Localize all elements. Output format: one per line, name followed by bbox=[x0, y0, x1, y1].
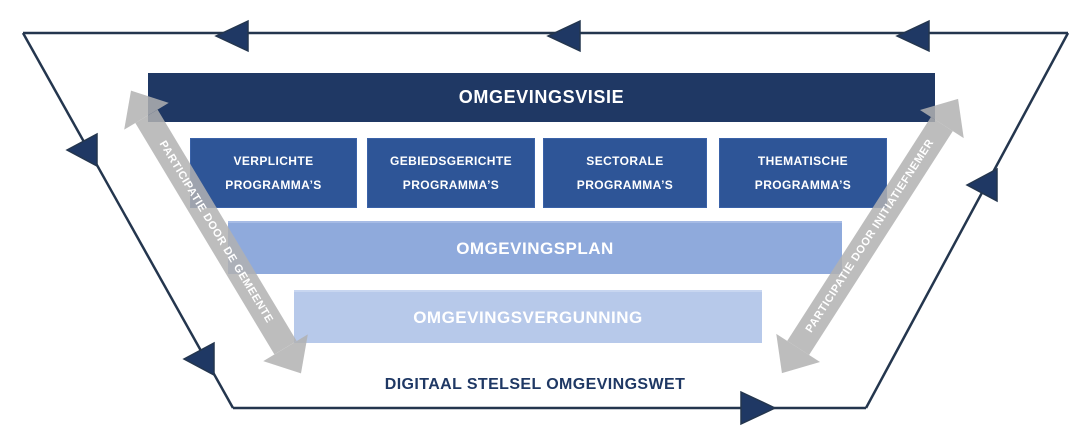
flow-arrowhead-right-icon bbox=[740, 390, 777, 426]
omgevingsvisie-bar: OMGEVINGSVISIE bbox=[148, 73, 935, 122]
flow-arrowhead-left-icon bbox=[65, 132, 98, 168]
sectorale-programmas-box: SECTORALE PROGRAMMA’S bbox=[543, 138, 707, 208]
flow-arrowhead-left-icon bbox=[214, 19, 249, 53]
omgevingsvisie-label: OMGEVINGSVISIE bbox=[458, 87, 625, 107]
thematische-programmas-label: THEMATISCHE PROGRAMMA’S bbox=[754, 154, 852, 192]
gebiedsgerichte-programmas-box: GEBIEDSGERICHTE PROGRAMMA’S bbox=[367, 138, 535, 208]
flow-arrowhead-left-icon bbox=[546, 19, 581, 53]
gebiedsgerichte-programmas-label: GEBIEDSGERICHTE PROGRAMMA’S bbox=[389, 154, 512, 192]
omgevingsvergunning-label: OMGEVINGSVERGUNNING bbox=[413, 307, 643, 327]
omgevingsvergunning-bar: OMGEVINGSVERGUNNING bbox=[294, 290, 762, 343]
omgevingsplan-bar: OMGEVINGSPLAN bbox=[228, 221, 842, 274]
thematische-programmas-box: THEMATISCHE PROGRAMMA’S bbox=[719, 138, 887, 208]
sectorale-programmas-label: SECTORALE PROGRAMMA’S bbox=[576, 154, 674, 192]
verplichte-programmas-label: VERPLICHTE PROGRAMMA’S bbox=[225, 154, 322, 192]
omgevingsplan-label: OMGEVINGSPLAN bbox=[456, 238, 614, 258]
flow-arrowhead-left-icon bbox=[895, 19, 930, 53]
digitaal-stelsel-label: DIGITAAL STELSEL OMGEVINGSWET bbox=[384, 376, 686, 393]
flow-arrowhead-left-icon bbox=[965, 167, 998, 203]
flow-arrowhead-left-icon bbox=[182, 341, 215, 377]
